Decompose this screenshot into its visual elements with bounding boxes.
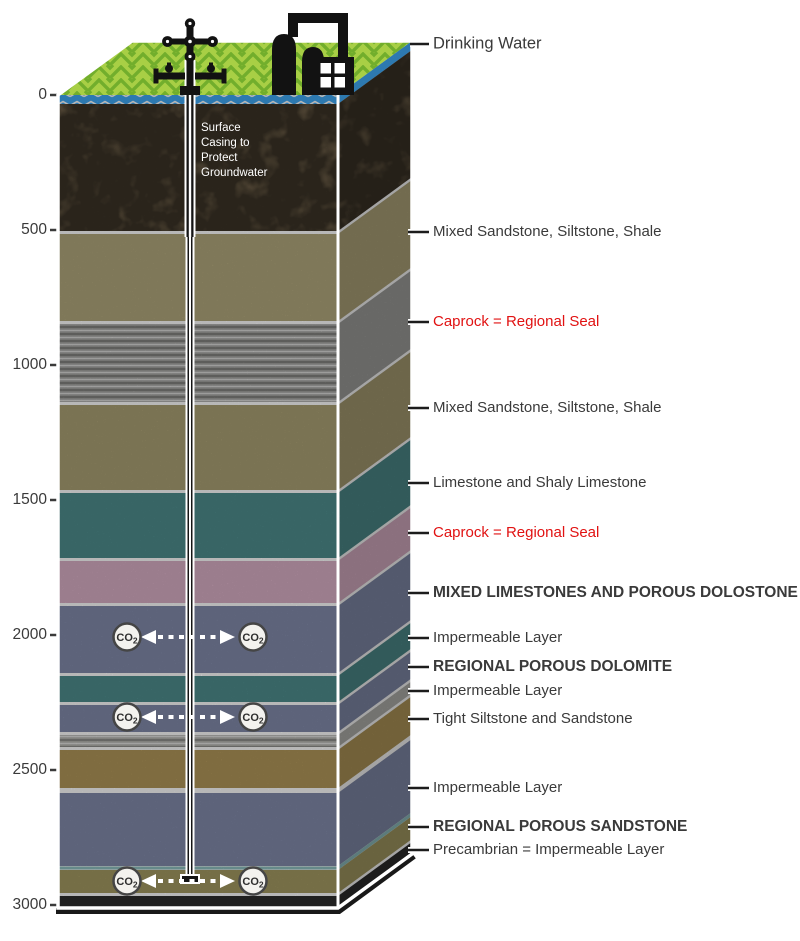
label-porous-sandstone: REGIONAL POROUS SANDSTONE [433,818,687,835]
well-casing-core [188,95,192,237]
arrow-left-icon [141,874,156,888]
note-line-2: Casing to [201,137,250,149]
note-line-3: Protect [201,152,238,164]
well-string-core [189,237,191,878]
co2-label: CO2 [116,632,138,646]
label-mixed-limestones: MIXED LIMESTONES AND POROUS DOLOSTONE [433,584,798,601]
co2-label: CO2 [242,632,264,646]
wellhead-icon [153,18,227,95]
arrow-right-icon [220,630,235,644]
depth-tick-0: 0 [38,86,47,103]
co2-plume-dolomite: CO2 CO2 [112,702,268,732]
label-porous-dolomite: REGIONAL POROUS DOLOMITE [433,658,672,675]
co2-bubble [238,702,268,732]
co2-bubble [112,702,142,732]
co2-plume-dolostone: CO2 CO2 [112,622,268,652]
co2-bubble [238,622,268,652]
depth-tick-dashes [50,93,57,907]
depth-scale: 0 500 1000 1500 2000 2500 3000 [11,85,57,915]
arrow-left-icon [141,630,156,644]
label-mixed-sandstone-2: Mixed Sandstone, Siltstone, Shale [433,399,661,416]
co2-label: CO2 [242,876,264,890]
arrow-right-icon [220,874,235,888]
depth-tick-3000: 3000 [13,896,48,913]
label-impermeable-3: Impermeable Layer [433,779,562,796]
arrow-left-icon [141,710,156,724]
block-bottom-shadow [56,853,416,914]
note-line-4: Groundwater [201,167,268,179]
note-line-1: Surface [201,122,241,134]
arrow-right-icon [220,710,235,724]
co2-label: CO2 [116,876,138,890]
surface-casing-note: Surface Casing to Protect Groundwater [201,122,268,179]
rock-grain-overlay [58,41,412,908]
label-caprock-seal-1: Caprock = Regional Seal [433,313,599,330]
label-drinking-water: Drinking Water [433,34,542,52]
depth-tick-2500: 2500 [13,761,48,778]
co2-bubble [238,866,268,896]
factory-window [320,63,345,88]
depth-tick-500: 500 [21,221,47,238]
co2-bubble [112,866,142,896]
label-impermeable-1: Impermeable Layer [433,629,562,646]
co2-plume-sandstone: CO2 CO2 [112,866,268,896]
leader-lines [408,41,429,853]
co2-label: CO2 [242,712,264,726]
depth-tick-1500: 1500 [13,491,48,508]
label-caprock-seal-2: Caprock = Regional Seal [433,524,599,541]
layer-labels: Drinking Water Mixed Sandstone, Siltston… [432,33,800,860]
label-impermeable-2: Impermeable Layer [433,682,562,699]
label-limestone: Limestone and Shaly Limestone [433,474,646,491]
label-tight-siltstone: Tight Siltstone and Sandstone [433,710,633,727]
label-precambrian: Precambrian = Impermeable Layer [433,841,664,858]
depth-tick-1000: 1000 [13,356,48,373]
co2-bubble [112,622,142,652]
label-mixed-sandstone-1: Mixed Sandstone, Siltstone, Shale [433,223,661,240]
factory-icon [272,13,354,95]
block-outline [56,39,414,910]
depth-tick-2000: 2000 [13,626,48,643]
co2-label: CO2 [116,712,138,726]
